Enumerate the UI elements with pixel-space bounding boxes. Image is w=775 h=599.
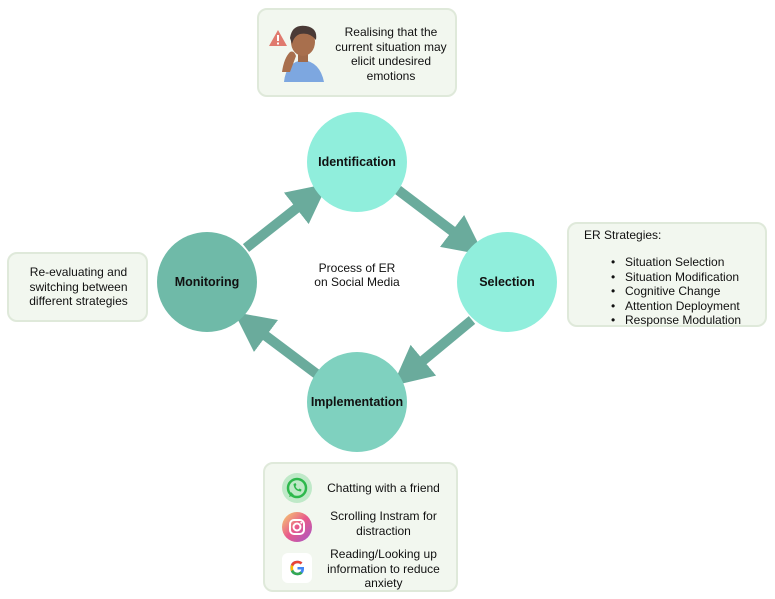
implementation-examples-box: Chatting with a friend Scrolling Instram… xyxy=(263,462,458,592)
node-identification: Identification xyxy=(307,112,407,212)
arrow-monitoring-to-identification xyxy=(242,183,328,252)
bottom-item-label: Chatting with a friend xyxy=(327,481,440,495)
strategy-item: Response Modulation xyxy=(611,313,741,328)
warning-icon xyxy=(269,30,287,46)
arrow-selection-to-implementation xyxy=(392,316,476,386)
google-icon xyxy=(282,553,312,583)
er-strategies-title: ER Strategies: xyxy=(584,228,662,242)
bottom-item-label: Scrolling Instram for distraction xyxy=(330,509,437,538)
identification-description: Realising that the current situation may… xyxy=(335,25,447,83)
monitoring-description: Re-evaluating and switching between diff… xyxy=(29,265,128,308)
er-strategies-box: ER Strategies: Situation Selection Situa… xyxy=(567,222,767,327)
node-implementation: Implementation xyxy=(307,352,407,452)
strategy-item: Situation Selection xyxy=(611,255,741,270)
node-monitoring: Monitoring xyxy=(157,232,257,332)
strategy-item: Cognitive Change xyxy=(611,284,741,299)
er-strategies-list: Situation Selection Situation Modificati… xyxy=(611,255,741,328)
monitoring-description-box: Re-evaluating and switching between diff… xyxy=(7,252,148,322)
thinking-person-icon xyxy=(282,25,324,82)
arrow-identification-to-selection xyxy=(394,186,484,256)
strategy-item: Attention Deployment xyxy=(611,299,741,314)
whatsapp-icon xyxy=(282,473,312,503)
process-label: Process of ER on Social Media xyxy=(314,261,400,289)
identification-description-box: Realising that the current situation may… xyxy=(257,8,457,97)
instagram-icon xyxy=(282,512,312,542)
strategy-item: Situation Modification xyxy=(611,270,741,285)
bottom-item-label: Reading/Looking up information to reduce… xyxy=(327,547,440,590)
node-selection: Selection xyxy=(457,232,557,332)
arrow-implementation-to-monitoring xyxy=(234,312,321,379)
